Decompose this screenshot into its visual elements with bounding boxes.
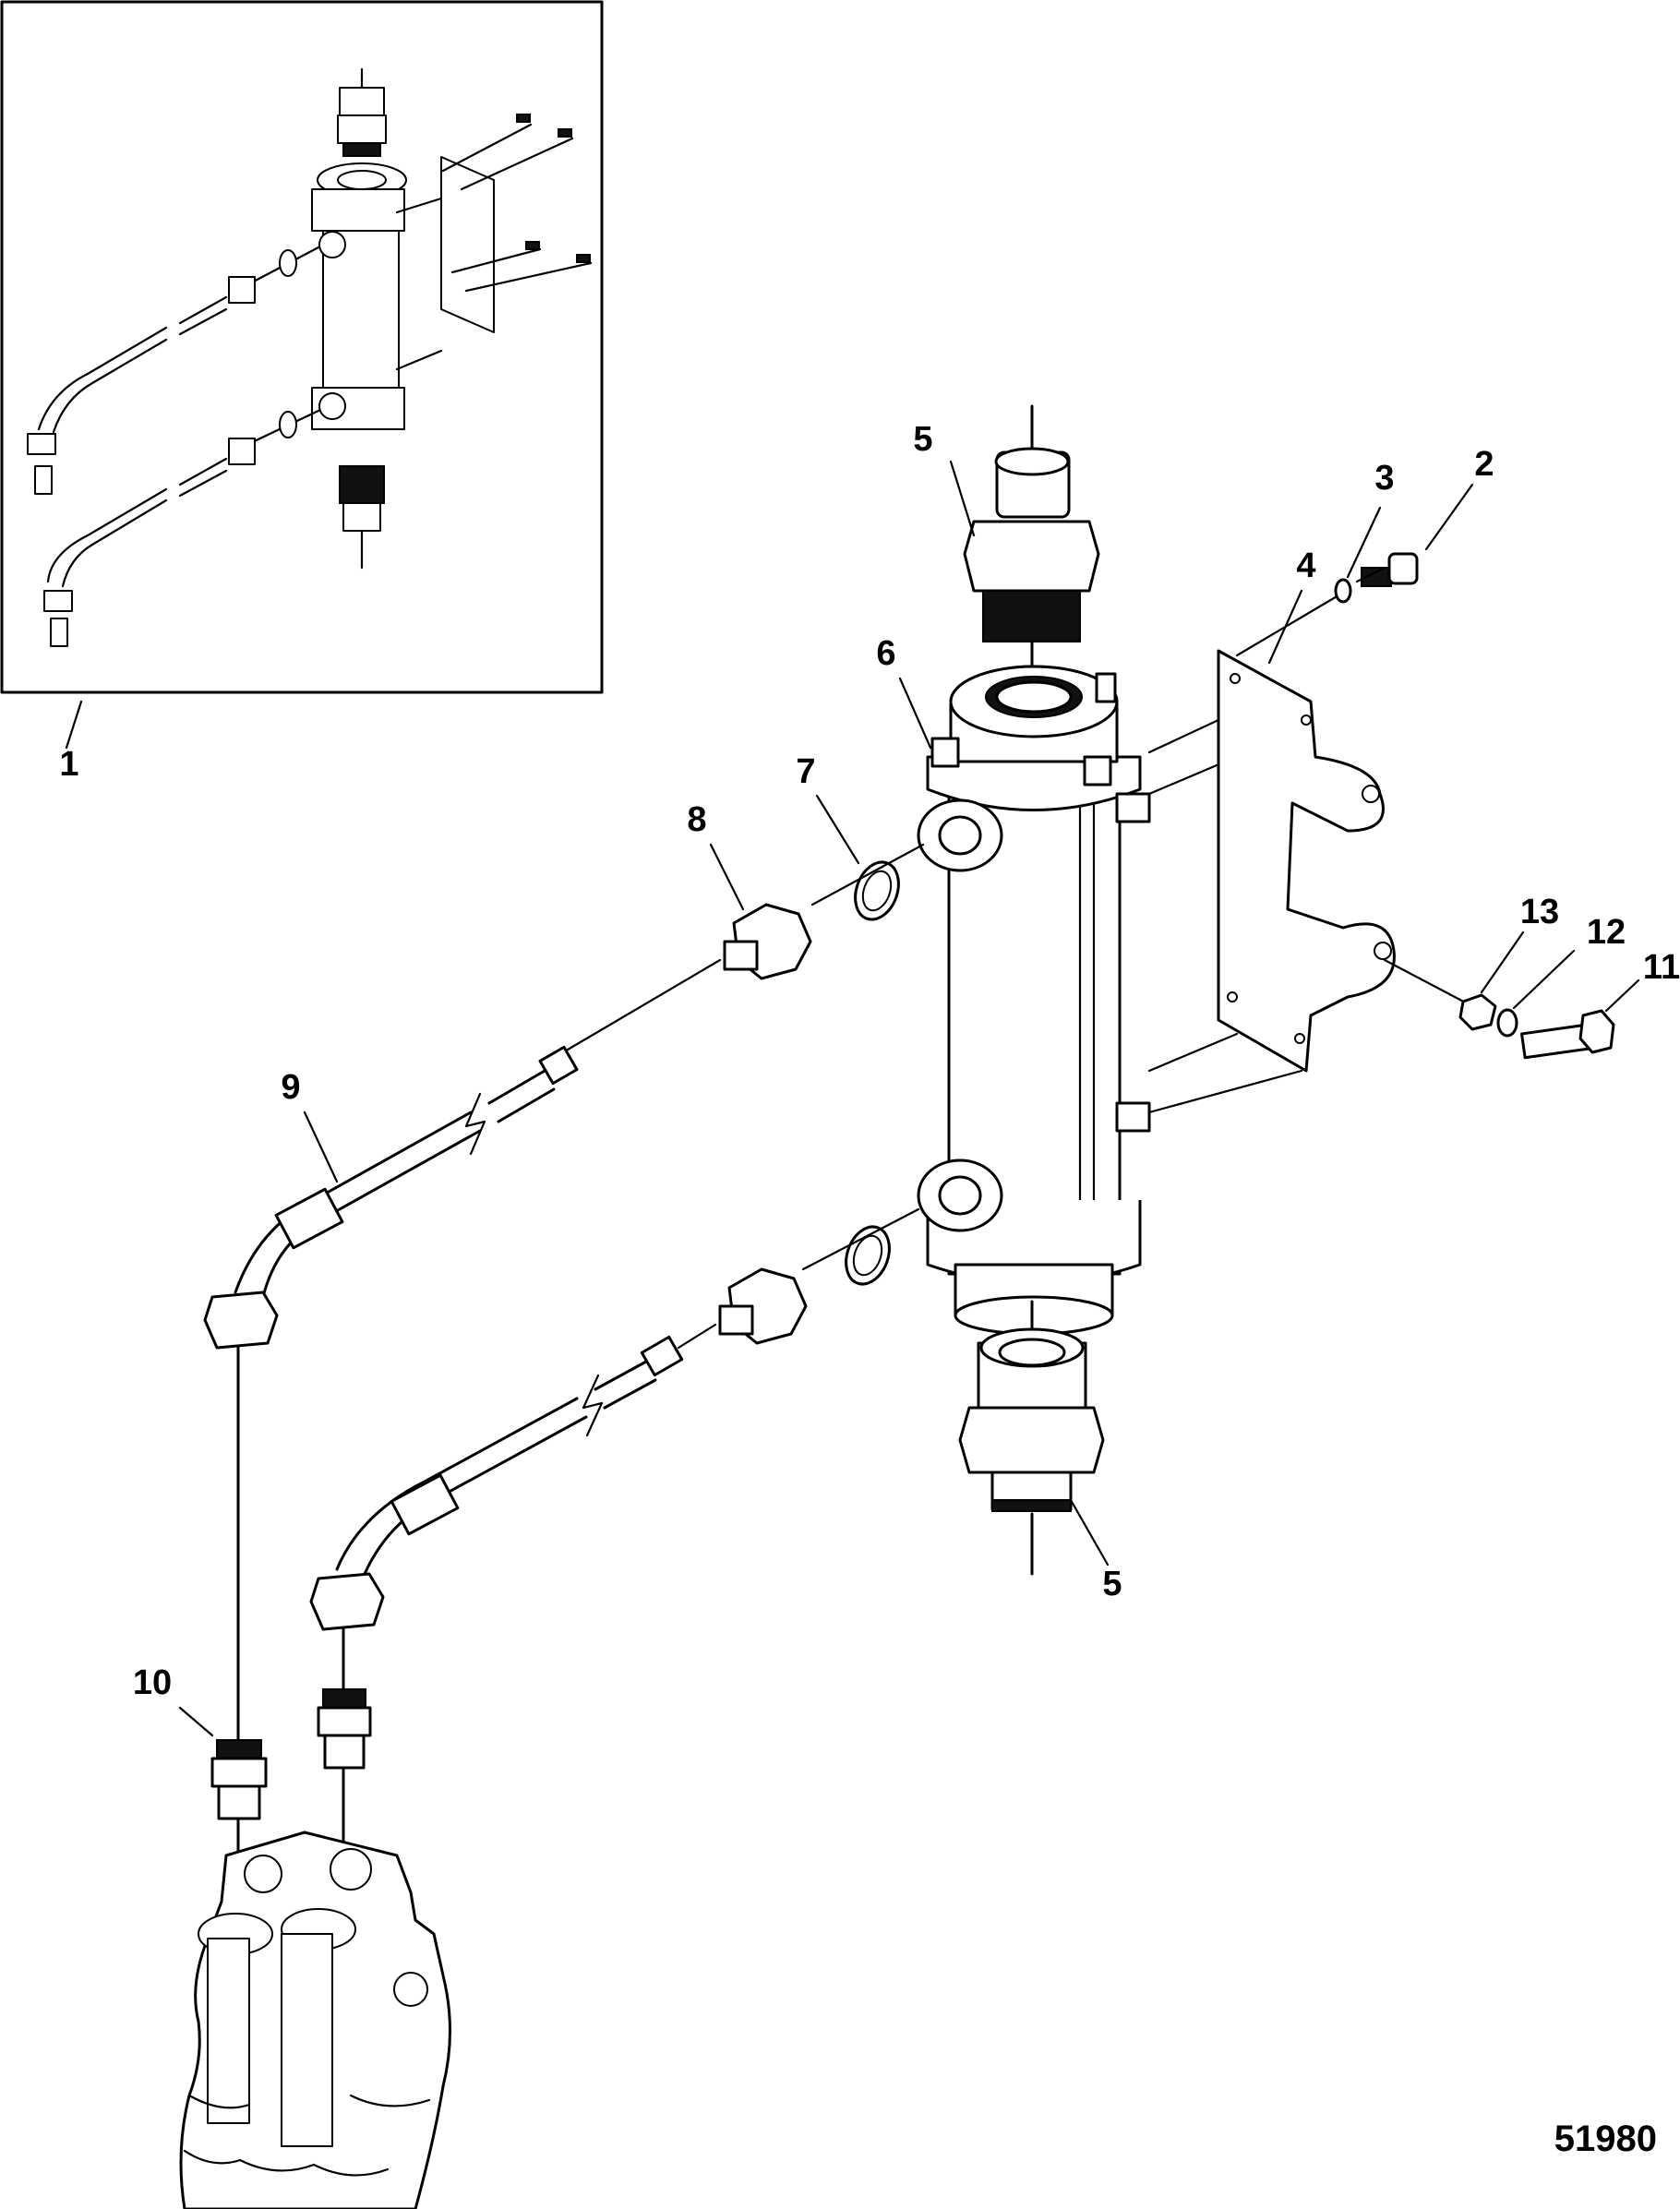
mounting-bracket [1217, 649, 1396, 1073]
callout-9: 9 [281, 1068, 300, 1107]
callout-12: 12 [1587, 913, 1626, 952]
callout-3: 3 [1374, 459, 1394, 498]
inset-frame [0, 0, 604, 694]
callout-2: 2 [1474, 445, 1494, 484]
bottom-hose-fitting [958, 1300, 1105, 1576]
callout-4: 4 [1296, 546, 1315, 585]
screw-and-washer-upper [1235, 552, 1419, 657]
callout-11: 11 [1643, 948, 1680, 987]
callout-5-bottom: 5 [1102, 1565, 1122, 1603]
callout-6: 6 [876, 634, 895, 673]
inset-assembly-view [0, 0, 604, 694]
block-connectors [210, 1627, 372, 1857]
callout-1: 1 [59, 745, 78, 784]
engine-block-casting [179, 1831, 451, 2209]
inset-cooler-body [311, 162, 407, 430]
adapter-fittings [718, 843, 925, 1345]
o-rings [845, 860, 900, 1286]
figure-number: 51980 [1554, 2119, 1657, 2159]
callout-5-top: 5 [913, 420, 932, 459]
oil-cooler-body [917, 665, 1303, 1336]
callout-13: 13 [1520, 893, 1559, 931]
callout-10: 10 [133, 1663, 172, 1702]
callout-8: 8 [687, 800, 706, 839]
callout-7: 7 [796, 752, 815, 791]
inset-bracket [440, 156, 495, 333]
hose-upper [203, 958, 722, 1747]
bolt-washer-nut-lower [1383, 958, 1615, 1060]
hose-lower [309, 1323, 717, 1631]
top-hose-fitting [963, 404, 1100, 722]
